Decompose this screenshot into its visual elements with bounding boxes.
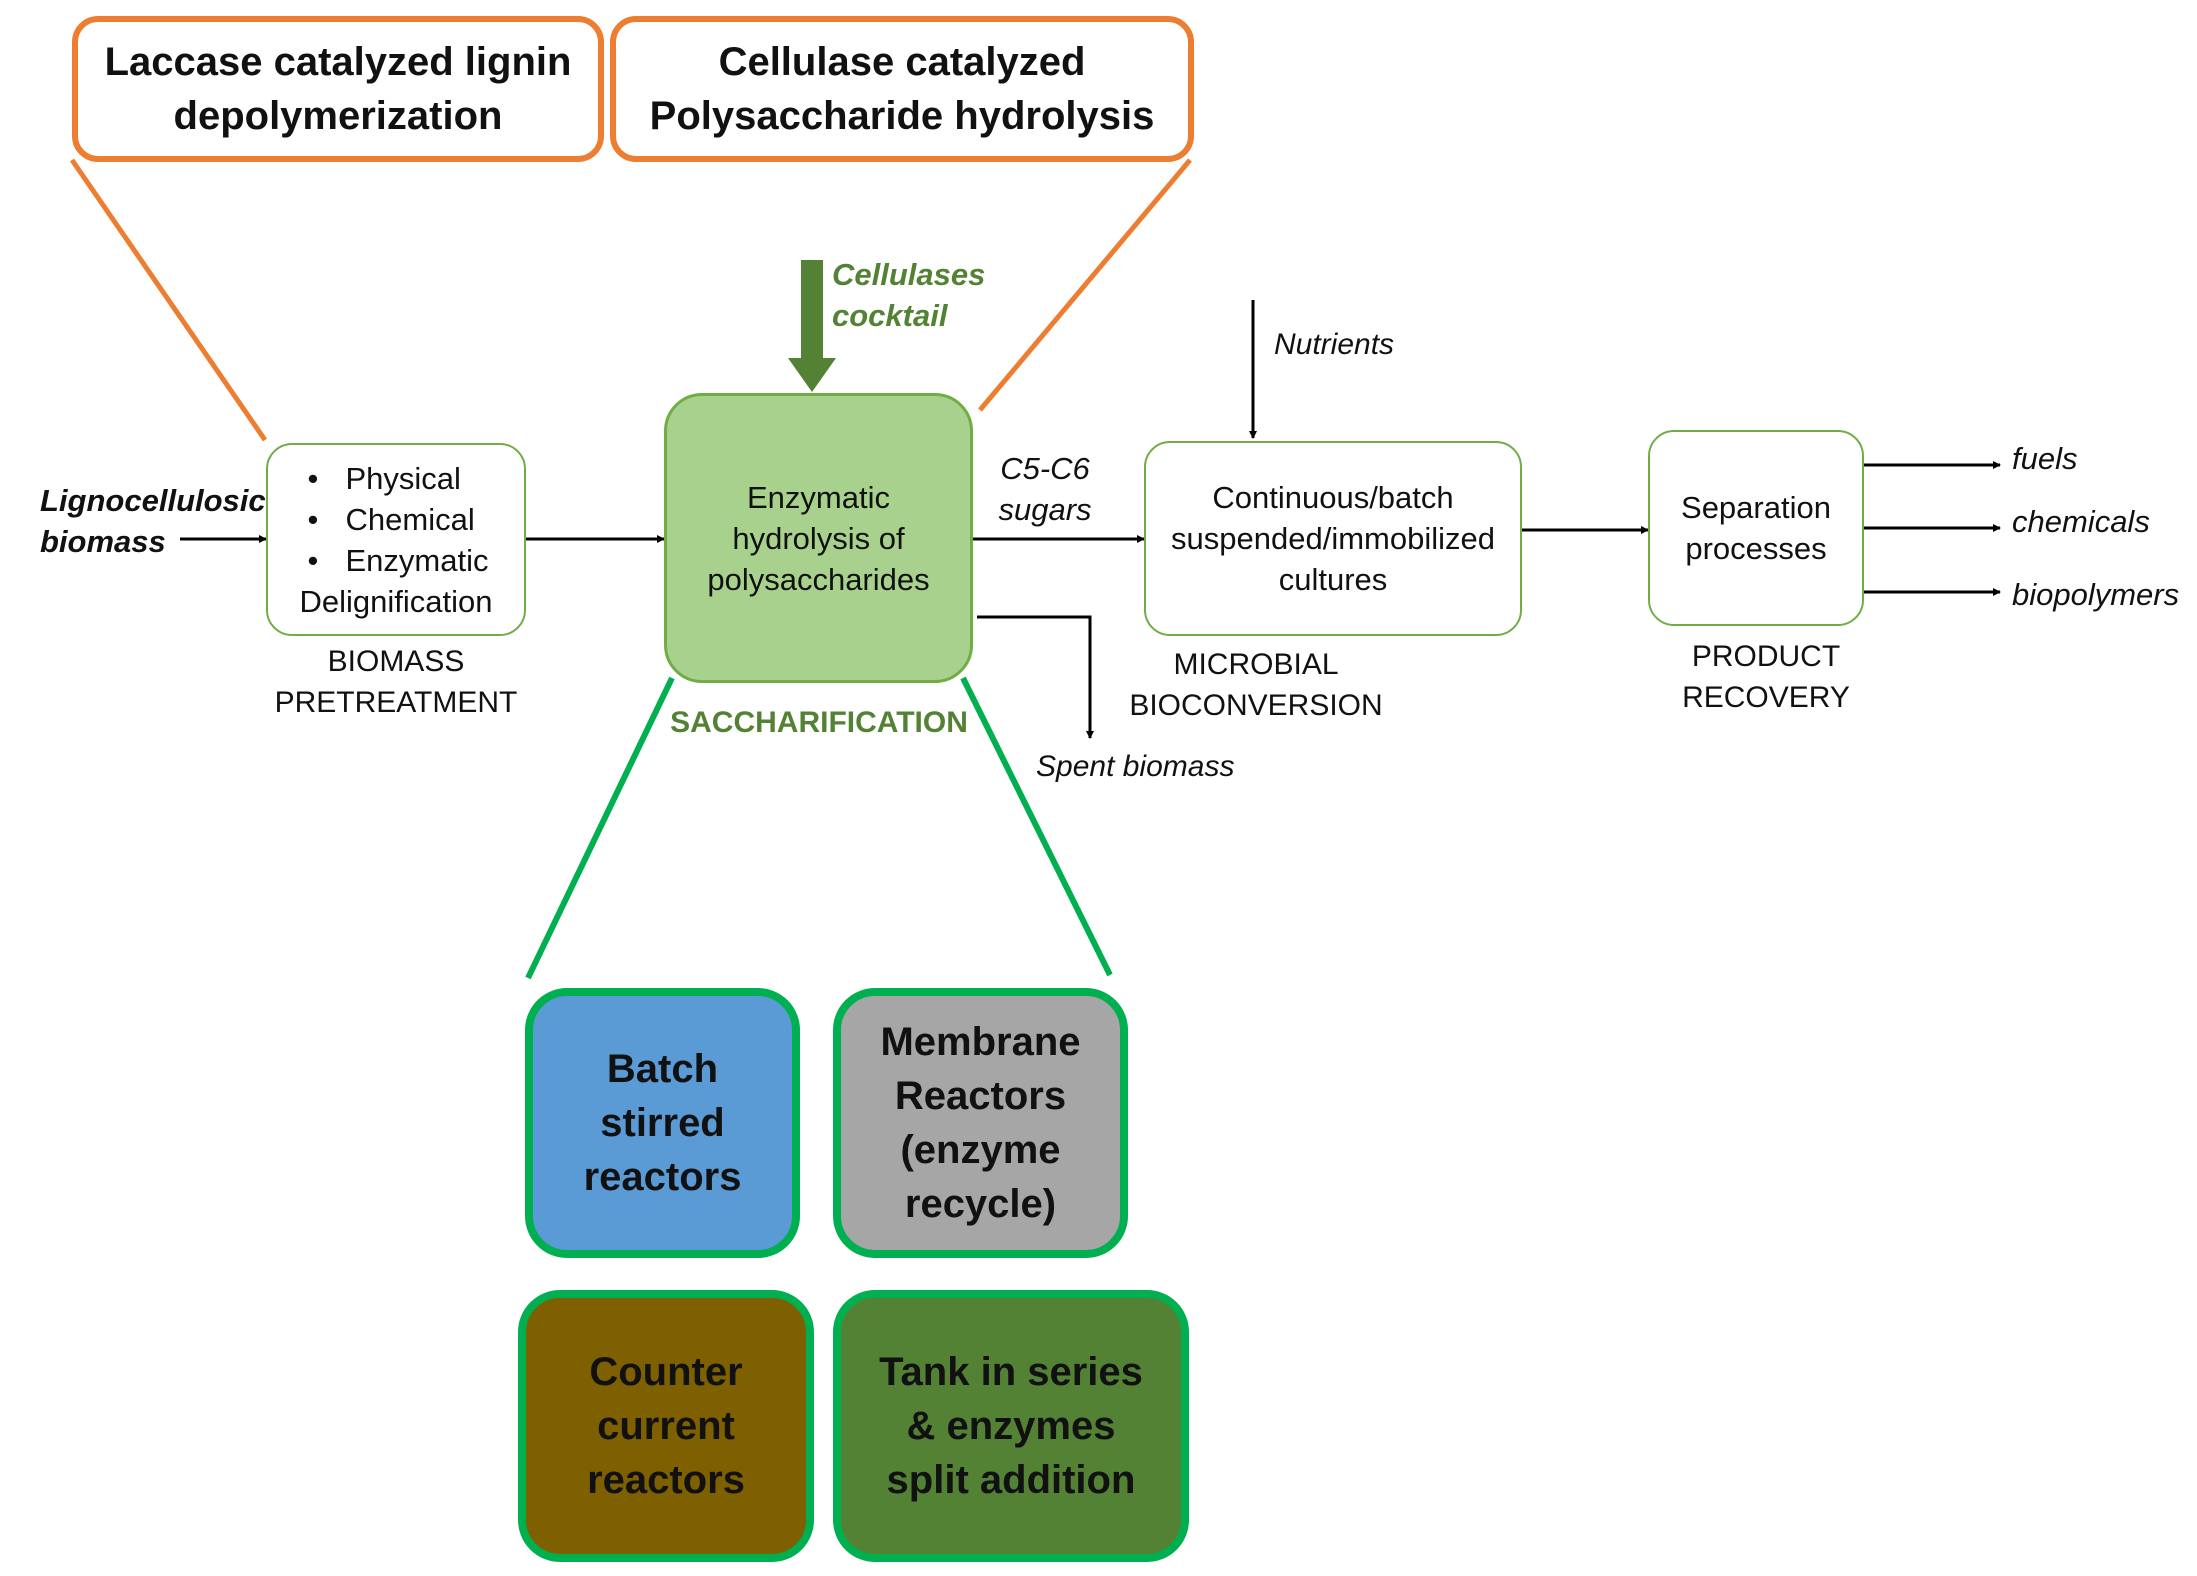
tank-series-reactor-box: Tank in series & enzymes split addition [833,1290,1189,1562]
reactor-zoom-line-left [525,676,675,980]
bioconv-line-2: suspended/immobilized [1171,521,1495,556]
membrane-line-3: (enzyme [900,1128,1061,1172]
counter-line-1: Counter [589,1350,743,1394]
bioconv-stage-line-1: MICROBIAL [1173,648,1339,681]
sacch-line-1: Enzymatic [747,479,890,515]
pretreatment-stage-line-2: PRETREATMENT [274,686,518,719]
membrane-line-2: Reactors [894,1074,1067,1118]
counter-current-reactor-box: Counter current reactors [518,1290,814,1562]
pretreatment-stage-label: BIOMASS PRETREATMENT [266,641,526,723]
laccase-line-2: depolymerization [173,94,503,138]
pretreatment-box: Physical Chemical Enzymatic Delignificat… [266,443,526,636]
cellulase-box: Cellulase catalyzed Polysaccharide hydro… [610,16,1194,162]
cellulases-arrow-shaft [801,260,823,360]
cellulases-line-1: Cellulases [832,257,986,292]
cellulases-line-2: cocktail [832,298,948,333]
tank-line-1: Tank in series [879,1350,1143,1394]
lignocellulosic-label: Lignocellulosic biomass [40,480,266,562]
bioconversion-stage-label: MICROBIAL BIOCONVERSION [1116,644,1396,726]
bioconv-line-1: Continuous/batch [1212,480,1454,515]
batch-line-2: stirred [600,1101,725,1145]
pretreatment-item: Chemical [300,499,493,540]
recovery-box: Separation processes [1648,430,1864,626]
saccharification-stage-label: SACCHARIFICATION [670,706,968,739]
pretreatment-item: Enzymatic [300,540,493,581]
pretreatment-stage-line-1: BIOMASS [327,645,465,678]
bioconversion-box: Continuous/batch suspended/immobilized c… [1144,441,1522,636]
batch-line-1: Batch [606,1047,719,1091]
batch-line-3: reactors [583,1155,742,1199]
sugars-line-2: sugars [998,492,1092,527]
cellulases-label: Cellulases cocktail [832,254,985,336]
recovery-line-2: processes [1685,531,1827,566]
reactor-zoom-line-right [960,676,1113,977]
tank-line-3: split addition [886,1458,1136,1502]
membrane-reactor-box: Membrane Reactors (enzyme recycle) [833,988,1128,1258]
sacch-line-3: polysaccharides [707,561,930,597]
sacch-line-2: hydrolysis of [732,520,905,556]
sugars-label: C5-C6 sugars [975,448,1115,530]
spent-biomass-arrow [977,615,1094,739]
pretreatment-delignification: Delignification [299,583,493,619]
pretreatment-list: Physical Chemical Enzymatic [300,458,493,581]
recovery-stage-line-1: PRODUCT [1691,640,1841,673]
counter-line-2: current [597,1404,735,1448]
pretreatment-item: Physical [300,458,493,499]
sugars-line-1: C5-C6 [1000,451,1090,486]
saccharification-box: Enzymatic hydrolysis of polysaccharides [664,393,973,683]
membrane-line-4: recycle) [904,1182,1057,1226]
batch-reactor-box: Batch stirred reactors [525,988,800,1258]
counter-line-3: reactors [587,1458,745,1502]
bioconv-stage-line-2: BIOCONVERSION [1129,689,1383,722]
recovery-stage-line-2: RECOVERY [1682,681,1850,714]
membrane-line-1: Membrane [880,1020,1081,1064]
cellulases-arrow-head [788,358,836,392]
recovery-stage-label: PRODUCT RECOVERY [1648,636,1884,718]
cellulase-line-2: Polysaccharide hydrolysis [649,94,1155,138]
lignocellulosic-line-1: Lignocellulosic [40,483,266,518]
laccase-zoom-line [69,158,268,442]
laccase-box: Laccase catalyzed lignin depolymerizatio… [72,16,604,162]
tank-line-2: & enzymes [906,1404,1116,1448]
bioconv-line-3: cultures [1278,562,1388,597]
lignocellulosic-line-2: biomass [40,524,166,559]
cellulase-line-1: Cellulase catalyzed [718,40,1086,84]
recovery-line-1: Separation [1681,490,1831,525]
laccase-line-1: Laccase catalyzed lignin [104,40,572,84]
output-chemicals: chemicals [2012,504,2150,539]
output-biopolymers: biopolymers [2012,577,2180,612]
cellulase-zoom-line [978,158,1192,412]
output-fuels: fuels [2012,441,2078,476]
spent-biomass-label: Spent biomass [1036,750,1235,783]
nutrients-label: Nutrients [1274,328,1395,361]
